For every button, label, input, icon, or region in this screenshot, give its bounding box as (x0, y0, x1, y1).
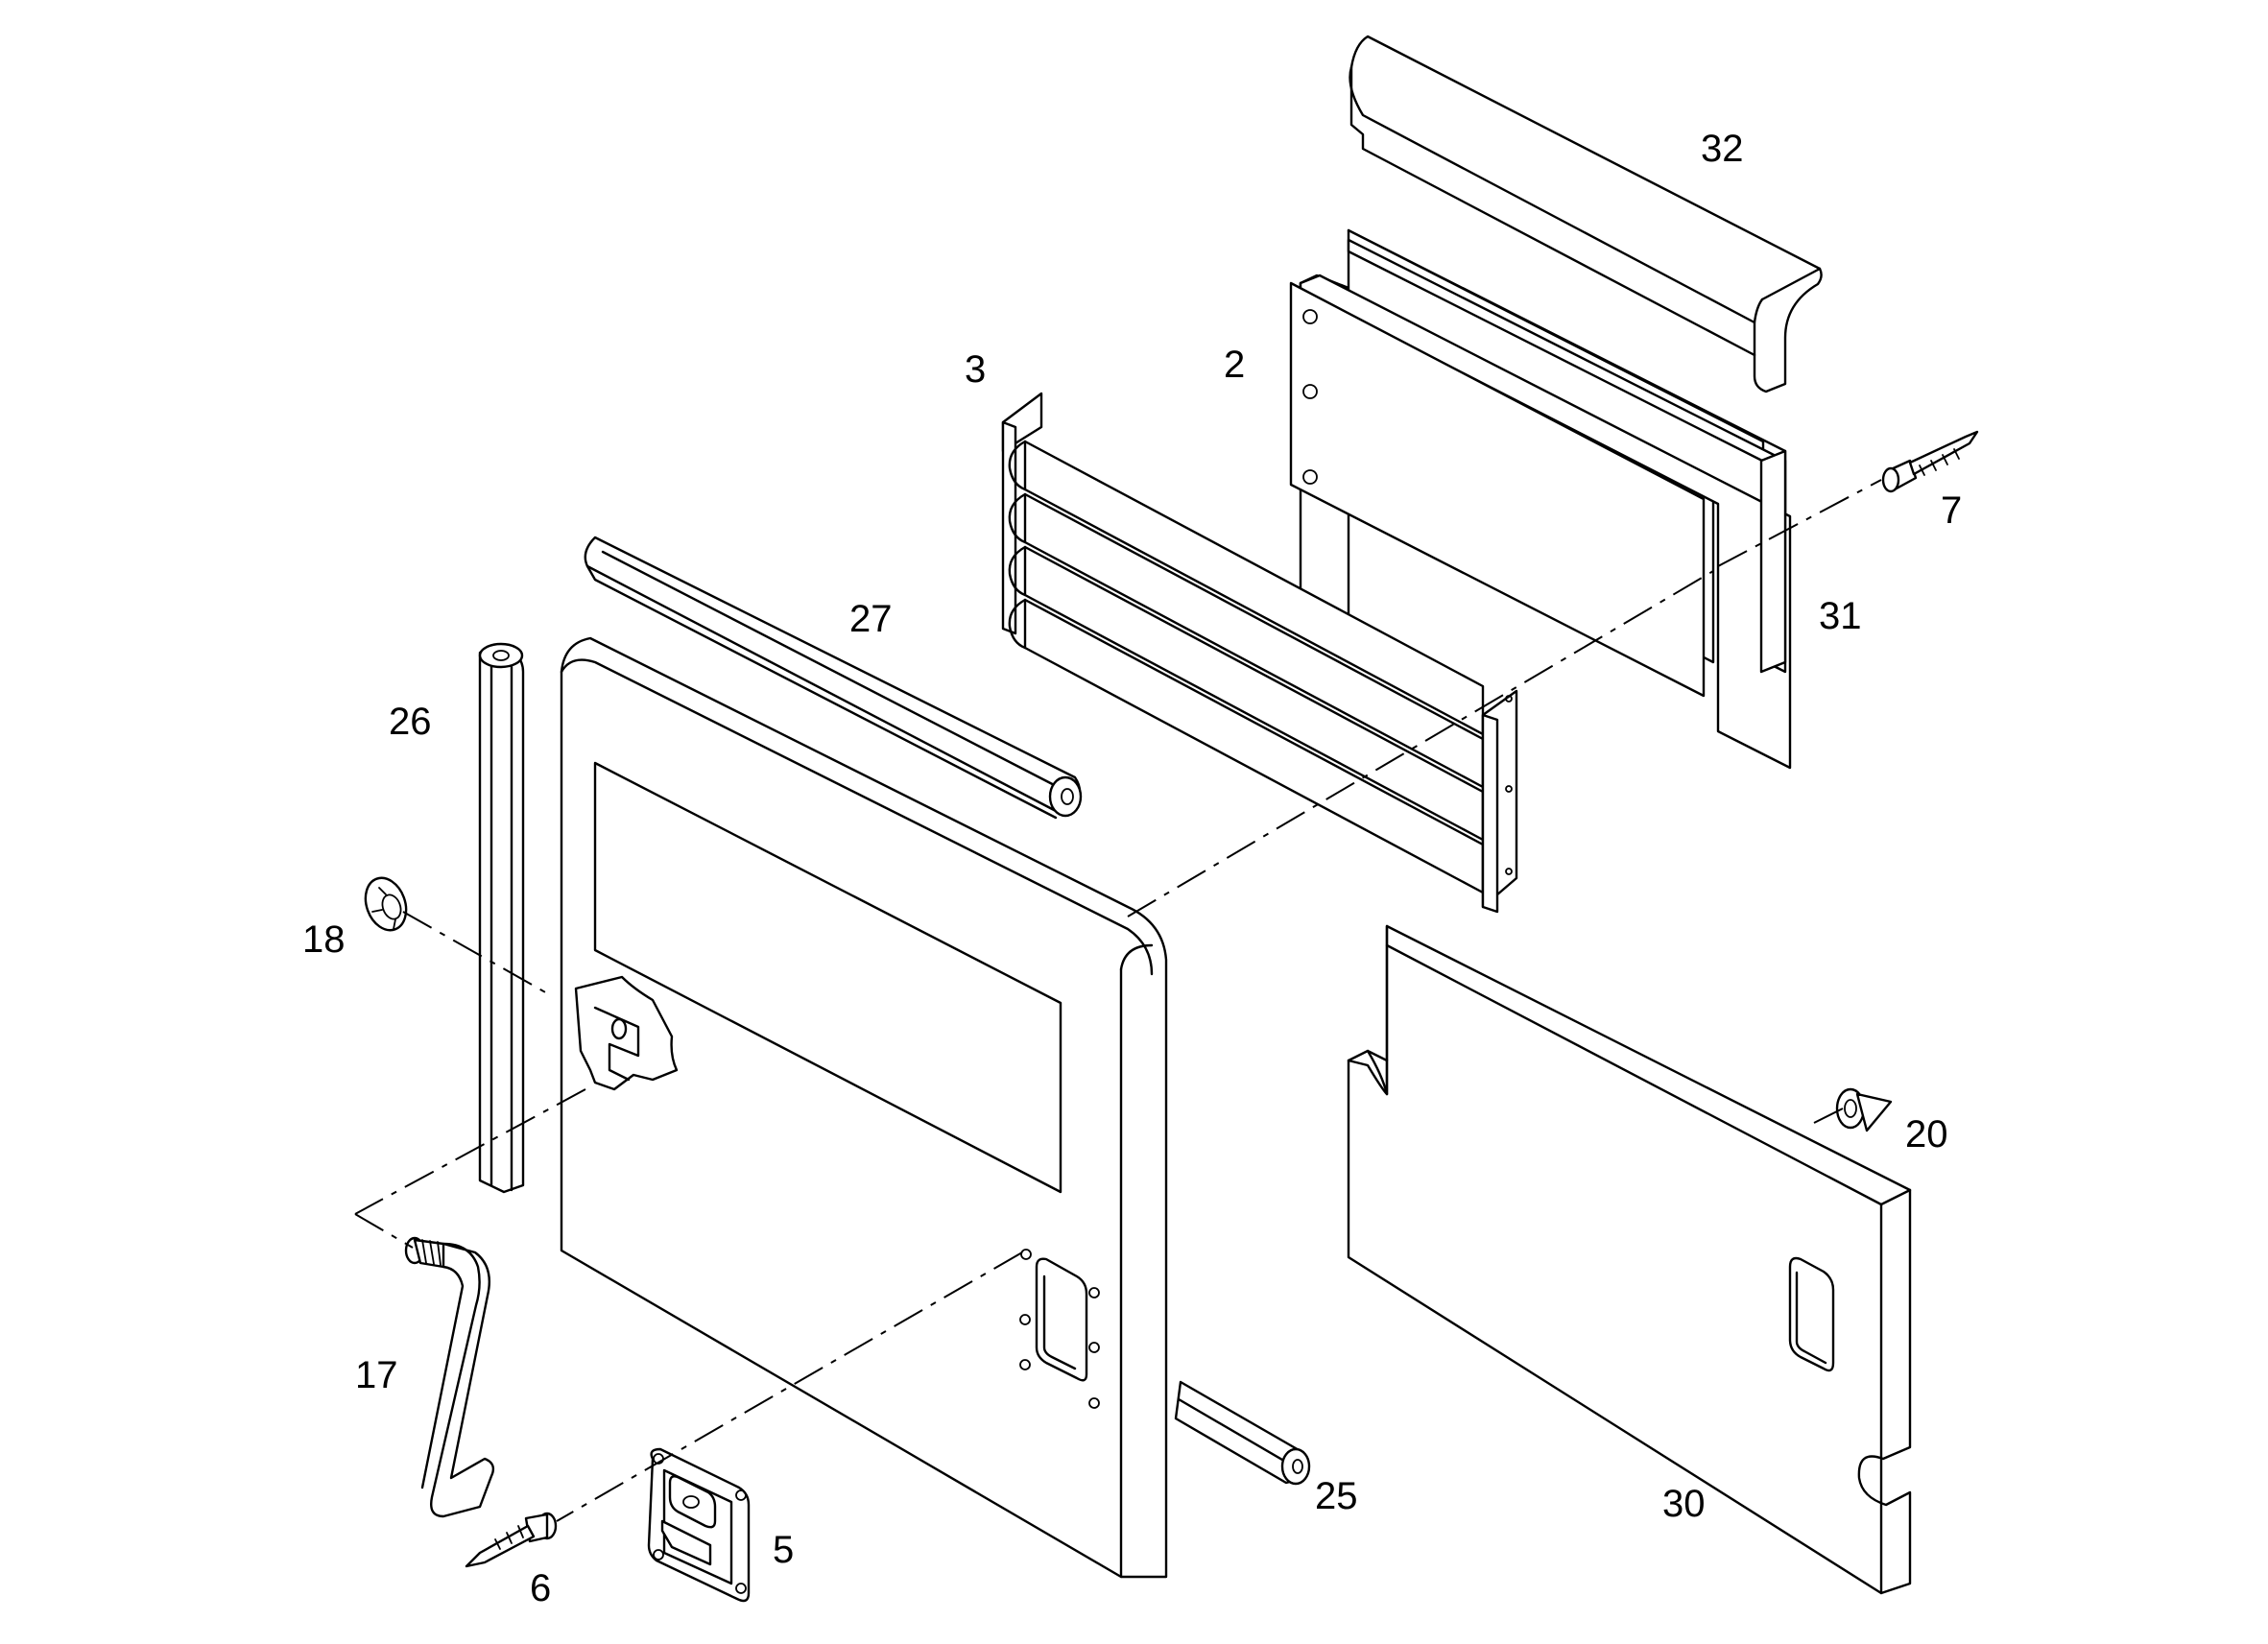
callout-31: 31 (1819, 595, 1862, 637)
part-25-bottom-seal (1174, 1380, 1311, 1486)
callout-labels: 32 3 2 7 31 27 26 18 20 17 25 30 5 6 (302, 128, 1962, 1609)
callout-27: 27 (849, 598, 893, 640)
callout-17: 17 (355, 1354, 398, 1396)
part-3-louver-grille (1001, 392, 1518, 914)
part-7-screw (1881, 430, 1979, 493)
callout-30: 30 (1662, 1483, 1706, 1525)
callout-25: 25 (1315, 1475, 1358, 1517)
callout-18: 18 (302, 918, 346, 961)
part-27-top-seal (584, 536, 1083, 820)
part-32-top-trim (1349, 35, 1823, 393)
part-17-handle-rod (404, 1236, 495, 1518)
callout-6: 6 (530, 1567, 551, 1609)
callout-32: 32 (1701, 128, 1744, 170)
part-6-screw (465, 1512, 558, 1568)
callout-26: 26 (389, 701, 432, 743)
callout-5: 5 (773, 1529, 794, 1571)
part-30-foam-panel (1347, 924, 1912, 1595)
callout-3: 3 (965, 348, 986, 391)
part-26-side-seal (478, 642, 525, 1194)
callout-7: 7 (1941, 489, 1962, 532)
main-door-panel (560, 636, 1168, 1579)
part-31-foam-block (1347, 238, 1787, 674)
part-20-clip (1835, 1087, 1893, 1132)
callout-2: 2 (1224, 344, 1245, 386)
part-5-latch-plate (647, 1447, 751, 1603)
callout-20: 20 (1905, 1113, 1948, 1156)
part-18-washer (364, 876, 408, 932)
assembly-lines (354, 479, 1882, 1522)
